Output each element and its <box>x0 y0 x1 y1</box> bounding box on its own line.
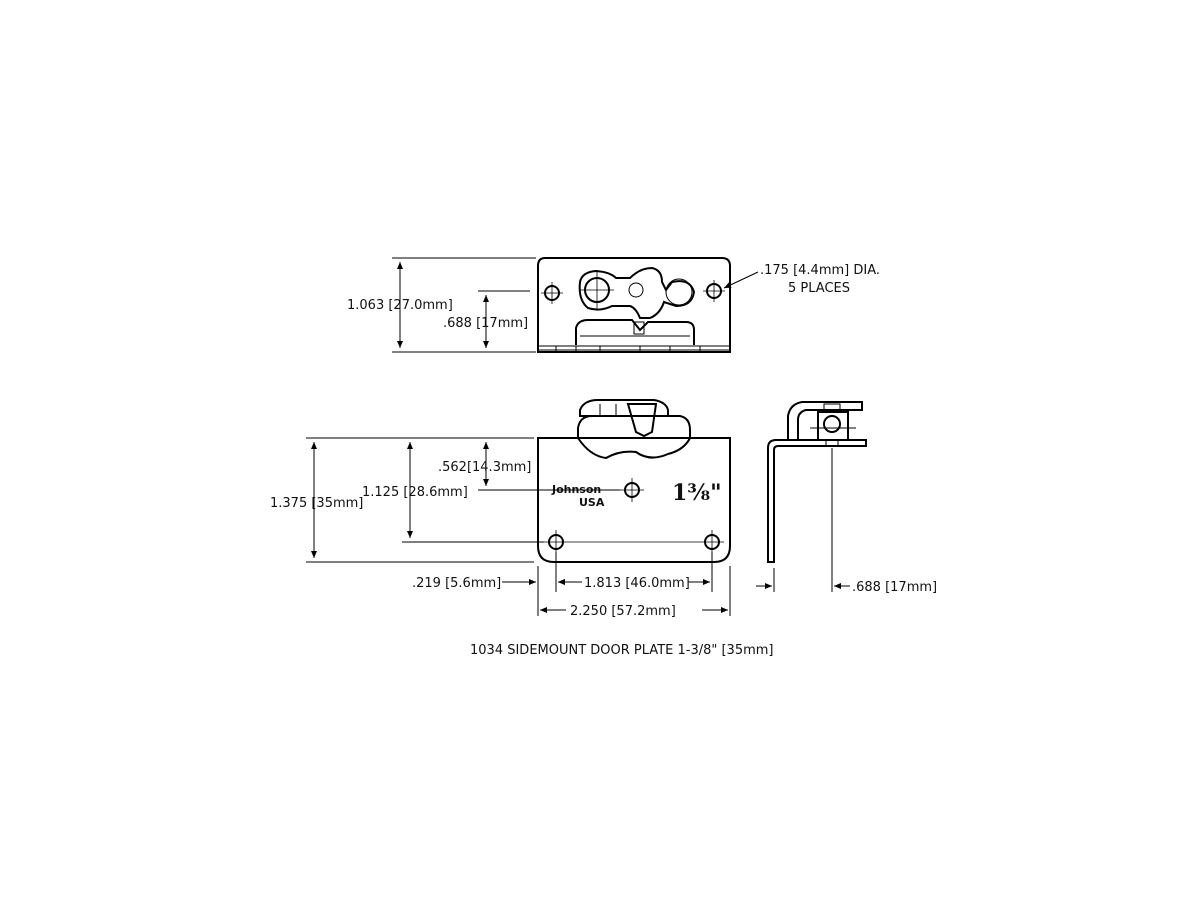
side-view-depth-dimension: .688 [17mm] <box>756 448 937 595</box>
front-view-hole-row-height-dimension: 1.125 [28.6mm] <box>362 442 544 543</box>
top-view-flange-ticks <box>555 346 701 352</box>
front-view-edge-offset-label: .219 [5.6mm] <box>412 576 501 591</box>
front-view-overall-height-label: 1.375 [35mm] <box>270 496 363 511</box>
front-view-edge-offset-dimension: .219 [5.6mm] <box>412 552 572 616</box>
front-view-hole-spacing-label: 1.813 [46.0mm] <box>584 576 690 591</box>
top-view-inner-height-dimension: .688 [17mm] <box>443 290 530 348</box>
front-view-center-hole <box>620 478 644 502</box>
side-view: .688 [17mm] <box>756 401 937 595</box>
side-view-latch-profile <box>787 401 863 446</box>
top-view-latch-mechanism <box>575 266 696 345</box>
brand-stamp-line2: USA <box>579 496 605 509</box>
front-view-latch-housing <box>577 399 691 460</box>
side-view-angle-bracket <box>767 439 867 563</box>
front-view: Johnson USA 1⅜" 1.375 [35mm] 1.125 [28.6… <box>270 399 731 619</box>
top-view-overall-height-label: 1.063 [27.0mm] <box>347 298 453 313</box>
front-view-overall-height-dimension: 1.375 [35mm] <box>270 437 534 563</box>
top-view-overall-height-dimension: 1.063 [27.0mm] <box>347 257 536 353</box>
top-view-right-hole <box>703 280 725 302</box>
hole-callout: .175 [4.4mm] DIA. 5 PLACES <box>723 263 880 296</box>
front-view-hole-row-height-label: 1.125 [28.6mm] <box>362 485 468 500</box>
top-view-outline <box>537 257 731 353</box>
front-view-center-hole-height-dimension: .562[14.3mm] <box>438 442 620 491</box>
front-view-center-hole-height-label: .562[14.3mm] <box>438 460 531 475</box>
front-view-overall-width-dimension: 2.250 [57.2mm] <box>540 566 731 619</box>
size-stamp: 1⅜" <box>672 480 722 506</box>
front-view-overall-width-label: 2.250 [57.2mm] <box>570 604 676 619</box>
side-view-depth-label: .688 [17mm] <box>852 580 937 595</box>
hole-callout-count-label: 5 PLACES <box>788 281 850 296</box>
front-view-left-hole <box>544 530 568 554</box>
top-view: 1.063 [27.0mm] .688 [17mm] .175 [4.4mm] … <box>347 257 880 353</box>
front-view-hole-spacing-dimension: 1.813 [46.0mm] <box>558 552 713 592</box>
drawing-title: 1034 SIDEMOUNT DOOR PLATE 1-3/8" [35mm] <box>470 643 774 658</box>
front-view-right-hole <box>700 530 724 554</box>
top-view-left-hole <box>541 282 563 304</box>
hole-callout-diameter-label: .175 [4.4mm] DIA. <box>760 263 880 278</box>
front-view-plate-outline <box>537 437 731 563</box>
top-view-inner-height-label: .688 [17mm] <box>443 316 528 331</box>
